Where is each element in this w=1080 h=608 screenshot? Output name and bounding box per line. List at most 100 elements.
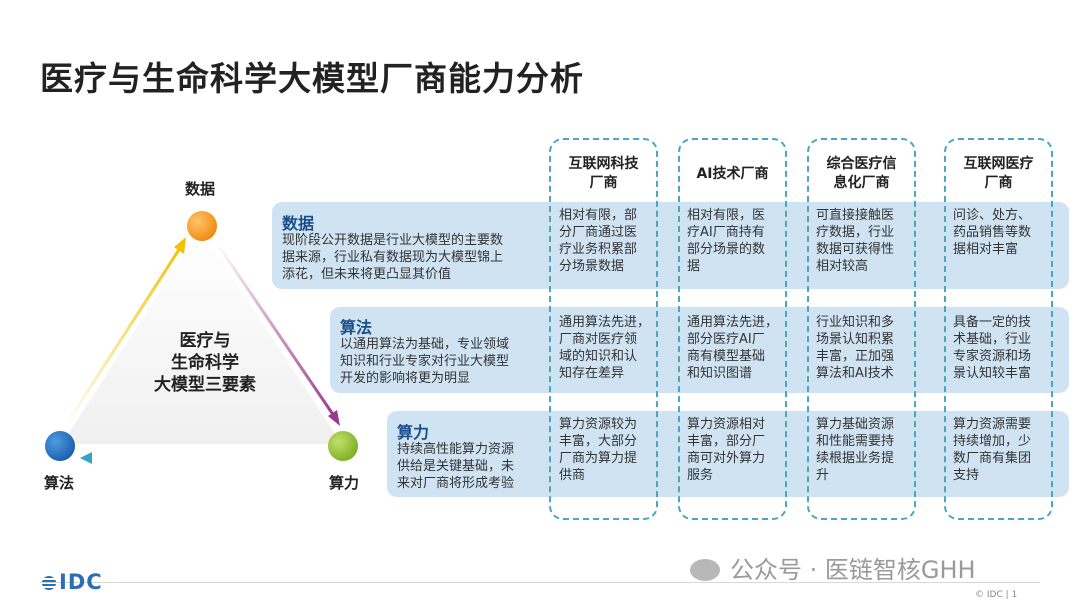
desc-line: 来对厂商将形成考验 — [397, 476, 515, 491]
cell-line: 算法和AI技术 — [816, 366, 894, 381]
desc-line: 开发的影响将更为明显 — [340, 371, 471, 386]
cell-line: 商可对外算力 — [687, 451, 766, 466]
idc-logo-text: IDC — [59, 570, 103, 594]
center-line-1: 医疗与 — [179, 331, 231, 351]
cell-line: 和性能需要持 — [816, 434, 895, 449]
cell-line: 算力资源相对 — [687, 417, 766, 432]
cell-line: 术基础，行业 — [953, 332, 1032, 347]
cell-line: 据 — [687, 259, 701, 274]
footer-divider — [40, 582, 1040, 583]
desc-line: 知识和行业专家对行业大模型 — [340, 354, 510, 369]
cell-line: 域的知识和认 — [559, 349, 638, 364]
cell-line: 相对较高 — [816, 259, 869, 274]
compute-row-heading: 算力 — [397, 423, 430, 442]
cell-line: 可直接接触医 — [816, 208, 895, 223]
cell-line: 部分场景的数 — [687, 242, 766, 257]
cell-data-internet-medical: 问诊、处方、 药品销售等数 据相对丰富 — [953, 207, 1031, 258]
cell-data-internet-tech: 相对有限，部 分厂商通过医 疗业务积累部 分场景数据 — [559, 207, 637, 275]
cell-line: 相对有限，医 — [687, 208, 766, 223]
cell-compute-medical-it: 算力基础资源 和性能需要持 续根据业务提 升 — [816, 416, 894, 484]
cell-line: 专家资源和场 — [953, 349, 1032, 364]
page-title: 医疗与生命科学大模型厂商能力分析 — [40, 59, 584, 98]
cell-algorithm-internet-medical: 具备一定的技 术基础，行业 专家资源和场 景认知较丰富 — [953, 314, 1031, 382]
cell-line: 支持 — [953, 468, 980, 483]
cell-line: 药品销售等数 — [953, 225, 1032, 240]
algorithm-node — [45, 431, 75, 461]
cell-line: 分厂商通过医 — [559, 225, 638, 240]
cell-line: 数厂商有集团 — [953, 451, 1032, 466]
column-frame-medical-it — [807, 138, 916, 520]
arrow-head-compute — [328, 410, 340, 426]
desc-line: 持续高性能算力资源 — [397, 442, 515, 457]
compute-node — [328, 431, 358, 461]
cell-line: 供商 — [559, 468, 586, 483]
cell-line: 行业知识和多 — [816, 315, 895, 330]
algorithm-row-description: 以通用算法为基础，专业领域 知识和行业专家对行业大模型 开发的影响将更为明显 — [340, 336, 509, 387]
triangle-left-label: 算法 — [44, 474, 75, 492]
column-header-medical-it: 综合医疗信 息化厂商 — [810, 155, 913, 193]
column-header-internet-tech: 互联网科技 厂商 — [552, 155, 655, 193]
cell-line: 丰富，大部分 — [559, 434, 638, 449]
data-row-heading: 数据 — [282, 214, 315, 233]
cell-data-ai-tech: 相对有限，医 疗AI厂商持有 部分场景的数 据 — [687, 207, 765, 275]
cell-line: 景认知较丰富 — [953, 366, 1032, 381]
compute-row-description: 持续高性能算力资源 供给是关键基础，未 来对厂商将形成考验 — [397, 441, 514, 492]
cell-line: 数据可获得性 — [816, 242, 895, 257]
cell-line: 算力基础资源 — [816, 417, 895, 432]
header-line: 息化厂商 — [833, 175, 890, 191]
column-header-internet-medical: 互联网医疗 厂商 — [947, 155, 1050, 193]
triangle-center-text: 医疗与 生命科学 大模型三要素 — [145, 330, 265, 396]
cell-line: 知存在差异 — [559, 366, 625, 381]
cell-line: 具备一定的技 — [953, 315, 1032, 330]
header-line: AI技术厂商 — [696, 166, 769, 182]
desc-line: 添花，但未来将更凸显其价值 — [282, 267, 452, 282]
watermark-text: 公众号 · 医链智核GHH — [730, 556, 976, 584]
triangle-top-label: 数据 — [185, 180, 216, 198]
algorithm-row-heading: 算法 — [340, 318, 373, 337]
cell-compute-ai-tech: 算力资源相对 丰富，部分厂 商可对外算力 服务 — [687, 416, 765, 484]
cell-line: 场景认知积累 — [816, 332, 895, 347]
header-line: 互联网医疗 — [963, 156, 1034, 172]
cell-line: 厂商为算力提 — [559, 451, 638, 466]
cell-line: 续根据业务提 — [816, 451, 895, 466]
cell-line: 疗业务积累部 — [559, 242, 638, 257]
wechat-watermark: 公众号 · 医链智核GHH — [690, 550, 976, 585]
copyright-page-number: © IDC | 1 — [975, 590, 1018, 600]
cell-compute-internet-medical: 算力资源需要 持续增加，少 数厂商有集团 支持 — [953, 416, 1031, 484]
center-line-2: 生命科学 — [171, 353, 239, 373]
data-row-band — [272, 202, 1069, 289]
column-header-ai-tech: AI技术厂商 — [681, 165, 784, 184]
column-frame-ai-tech — [678, 138, 787, 520]
idc-logo: IDC — [42, 570, 103, 594]
desc-line: 现阶段公开数据是行业大模型的主要数 — [282, 233, 504, 248]
cell-line: 厂商对医疗领 — [559, 332, 638, 347]
cell-line: 算力资源需要 — [953, 417, 1032, 432]
header-line: 厂商 — [984, 175, 1013, 191]
compute-row-band — [387, 411, 1069, 497]
cell-line: 问诊、处方、 — [953, 208, 1032, 223]
cell-line: 丰富，正加强 — [816, 349, 895, 364]
header-line: 互联网科技 — [568, 156, 639, 172]
wechat-icon — [690, 559, 720, 581]
cell-line: 通用算法先进， — [559, 315, 651, 330]
cell-line: 疗AI厂商持有 — [687, 225, 765, 240]
center-line-3: 大模型三要素 — [154, 375, 256, 395]
idc-globe-icon — [42, 576, 56, 590]
cell-line: 升 — [816, 468, 830, 483]
cell-line: 据相对丰富 — [953, 242, 1019, 257]
cell-line: 疗数据，行业 — [816, 225, 895, 240]
desc-line: 供给是关键基础，未 — [397, 459, 515, 474]
cell-line: 商有模型基础 — [687, 349, 766, 364]
triangle-right-label: 算力 — [329, 474, 360, 492]
cell-line: 持续增加，少 — [953, 434, 1032, 449]
header-line: 综合医疗信 — [826, 156, 897, 172]
arrow-head-algorithm — [80, 452, 92, 464]
cell-algorithm-ai-tech: 通用算法先进， 部分医疗AI厂 商有模型基础 和知识图谱 — [687, 314, 778, 382]
column-frame-internet-medical — [944, 138, 1053, 520]
cell-algorithm-medical-it: 行业知识和多 场景认知积累 丰富，正加强 算法和AI技术 — [816, 314, 894, 382]
cell-line: 分场景数据 — [559, 259, 625, 274]
desc-line: 以通用算法为基础，专业领域 — [340, 337, 510, 352]
desc-line: 据来源，行业私有数据现为大模型锦上 — [282, 250, 504, 265]
cell-algorithm-internet-tech: 通用算法先进， 厂商对医疗领 域的知识和认 知存在差异 — [559, 314, 650, 382]
cell-line: 部分医疗AI厂 — [687, 332, 765, 347]
